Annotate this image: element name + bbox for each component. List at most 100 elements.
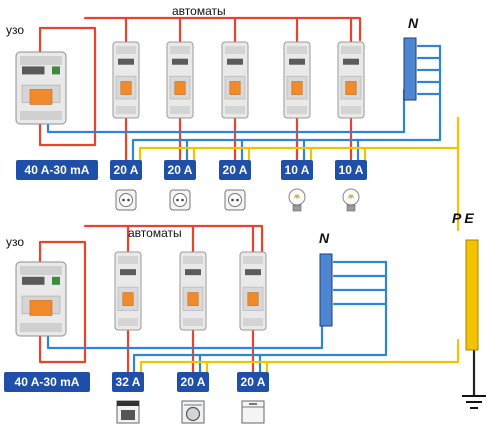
top-breaker-5-top-terminal [341,46,361,54]
bottom-breaker-3-top-terminal [243,256,263,264]
bottom-rcd-rating-bg [4,372,90,392]
top-breaker-5-rating-text: 10 A [339,163,364,177]
bottom-breaker-2-bottom-terminal [183,318,203,326]
bottom-rcd-feed-phase [38,240,87,332]
top-load-3-socket-icon [224,189,246,211]
bottom-breaker-1-bottom-terminal [118,318,138,326]
bottom-breaker-1-display [120,269,136,276]
top-rcd-top-terminals [20,56,62,65]
top-breaker-4-rating-bg [281,160,313,180]
top-breaker-3-toggle [229,81,241,95]
top-load-2-socket-icon [169,189,191,211]
bottom-rcd-display [22,276,45,285]
bottom-breaker-2-display [185,269,201,276]
bottom-breaker-1-rating-bg [112,372,144,392]
bottom-breaker-3-rating: 20 A [237,372,269,392]
top-load-5-lamp-icon-base [346,204,356,212]
top-breaker-5-rating-bg [335,160,367,180]
bottom-load-1-stove-icon [116,400,140,424]
top-breaker-3-bottom-terminal [225,106,245,114]
top-breaker-5-toggle [345,81,357,95]
bottom-breaker-3-toggle [247,292,259,306]
top-neutral-bus [403,37,417,101]
labels: узо автоматы N узо автоматы N PE [6,4,477,249]
bottom-phase-bus [83,224,264,254]
bottom-load-3-dishwasher-icon [241,400,265,424]
top-breaker-5-rating: 10 A [335,160,367,180]
top-breaker-2 [166,41,194,119]
bottom-earth-return [139,338,460,374]
top-breaker-5-bottom-terminal [341,106,361,114]
top-breaker-4-rating-text: 10 A [285,163,310,177]
wires [38,16,476,397]
bottom-load-1-stove-icon-oven-door [121,410,135,420]
top-breaker-3-rating: 20 A [219,160,251,180]
top-neutral-bus-label: N [408,15,419,31]
top-load-1-socket-icon [115,189,137,211]
bottom-rcd-label: узо [6,235,24,249]
earth-bus [465,239,479,351]
bottom-rcd-test-button [52,276,60,285]
top-load-3-socket-icon-ring [228,193,242,207]
top-load-1-socket-icon-hole-right [127,198,130,202]
top-rcd-display [22,66,45,75]
top-phase-bus [83,16,362,42]
bottom-rcd-rating-text: 40 A-30 mA [15,375,80,389]
top-load-4-lamp-icon-filament [294,193,300,200]
bottom-breaker-2-toggle [187,292,199,306]
top-rcd-bottom-terminals [20,111,62,120]
bottom-load-3-dishwasher-icon-handle [249,403,257,405]
top-breaker-1-top-terminal [116,46,136,54]
top-breaker-4-rating: 10 A [281,160,313,180]
top-rcd-toggle [29,89,53,105]
bottom-rcd-bottom-terminals [20,323,62,332]
top-breaker-5 [337,41,365,119]
top-load-1-socket-icon-hole-left [122,198,125,202]
bottom-breaker-3-rating-text: 20 A [241,375,266,389]
top-breaker-1-toggle [120,81,132,95]
top-load-5-lamp-icon [342,188,360,212]
top-rcd-rating: 40 A-30 mA [16,160,98,180]
top-load-5-lamp-icon-filament [348,193,354,200]
bottom-breaker-3-display [245,269,261,276]
top-breaker-3-display [227,58,243,65]
top-rcd-test-button [52,66,60,75]
top-breaker-2-rating-text: 20 A [168,163,193,177]
top-breaker-1-rating-bg [110,160,142,180]
bottom-load-2-washing-machine-icon [181,400,205,424]
bottom-breaker-3-rating-bg [237,372,269,392]
top-load-4-lamp-icon [288,188,306,212]
top-breaker-1-display [118,58,134,65]
bottom-breaker-1 [114,251,142,331]
bottom-breaker-1-top-terminal [118,256,138,264]
bottom-breaker-2-rating-bg [177,372,209,392]
bottom-breakers-label: автоматы [128,226,182,240]
top-breaker-4-top-terminal [287,46,307,54]
top-breaker-2-display [172,58,188,65]
top-breaker-1-rating: 20 A [110,160,142,180]
bottom-rcd-rating: 40 A-30 mA [4,372,90,392]
top-load-3-socket-icon-hole-right [236,198,239,202]
top-breaker-1-bottom-terminal [116,106,136,114]
top-breaker-3 [221,41,249,119]
top-breaker-4-bottom-terminal [287,106,307,114]
earth-bus-label: PE [452,210,477,226]
top-load-2-socket-icon-hole-right [181,198,184,202]
top-breaker-1 [112,41,140,119]
ground-icon [462,395,486,409]
bottom-breaker-1-rating: 32 A [112,372,144,392]
top-breaker-3-rating-text: 20 A [223,163,248,177]
bottom-breaker-2-rating: 20 A [177,372,209,392]
top-breaker-4 [283,41,311,119]
top-load-1-socket-icon-ring [119,193,133,207]
top-breaker-2-toggle [174,81,186,95]
top-breaker-3-top-terminal [225,46,245,54]
bottom-rcd-out-phase [38,328,87,364]
top-load-4-lamp-icon-base [292,204,302,212]
bottom-rcd-toggle [29,300,53,316]
top-rcd [15,51,67,125]
top-rcd-label: узо [6,23,24,37]
top-breaker-1-rating-text: 20 A [114,163,139,177]
top-rcd-rating-text: 40 A-30 mA [25,163,90,177]
top-breaker-2-top-terminal [170,46,190,54]
